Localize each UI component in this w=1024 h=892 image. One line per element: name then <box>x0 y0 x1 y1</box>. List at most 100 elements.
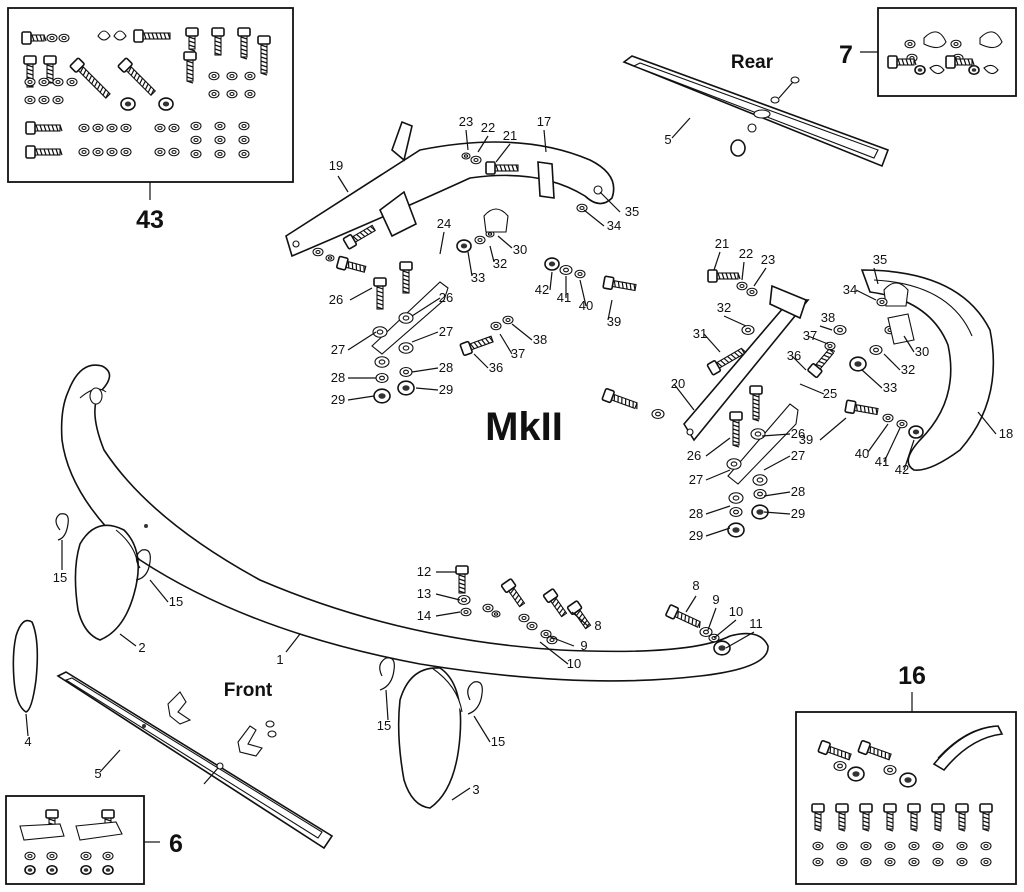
washer <box>932 841 944 851</box>
washer <box>574 269 586 279</box>
label-9b: 9 <box>712 592 719 607</box>
washer <box>38 95 50 105</box>
washer <box>457 594 471 606</box>
bolt <box>665 604 701 629</box>
bolt <box>183 51 197 84</box>
washer <box>52 77 64 87</box>
diagram-title: MkII <box>485 405 563 449</box>
washer <box>896 419 908 429</box>
washer <box>214 121 226 131</box>
nut <box>24 864 36 876</box>
label-15d: 15 <box>491 734 505 749</box>
label-29c: 29 <box>791 506 805 521</box>
washer <box>24 95 36 105</box>
nut <box>158 97 174 111</box>
washer <box>168 123 180 133</box>
label-40b: 40 <box>855 446 869 461</box>
label-37a: 37 <box>511 346 525 361</box>
clip <box>923 31 947 49</box>
label-3: 3 <box>472 782 479 797</box>
label-42a: 42 <box>535 282 549 297</box>
plate-bracket <box>19 823 65 841</box>
kit-box-43: 43 <box>7 7 294 234</box>
label-26a: 26 <box>329 292 343 307</box>
nut <box>849 356 867 372</box>
label-28b: 28 <box>439 360 453 375</box>
label-23: 23 <box>459 114 473 129</box>
washer <box>746 287 758 297</box>
washer <box>980 841 992 851</box>
leader-lines <box>25 117 997 801</box>
label-29d: 29 <box>689 528 703 543</box>
label-39a: 39 <box>607 314 621 329</box>
washer <box>238 121 250 131</box>
washer <box>208 89 220 99</box>
washer <box>398 342 414 354</box>
clip <box>113 30 127 41</box>
label-36b: 36 <box>787 348 801 363</box>
label-18: 18 <box>999 426 1013 441</box>
washer <box>78 147 90 157</box>
kit-box-7: 7 <box>839 7 1017 97</box>
nut <box>727 522 745 538</box>
nut <box>373 388 391 404</box>
washer <box>374 356 390 368</box>
reflector-lens <box>12 619 39 713</box>
nut <box>713 640 731 656</box>
bolt <box>601 387 638 410</box>
caption-front: Front <box>224 680 273 701</box>
label-26c: 26 <box>687 448 701 463</box>
label-21b: 21 <box>715 236 729 251</box>
washer <box>699 626 713 638</box>
label-22: 22 <box>481 120 495 135</box>
nut <box>46 864 58 876</box>
washer <box>325 254 335 262</box>
bolt <box>955 803 969 832</box>
label-17: 17 <box>537 114 551 129</box>
mount-bracket <box>887 313 915 345</box>
label-8b: 8 <box>692 578 699 593</box>
bolt <box>883 803 897 832</box>
label-29b: 29 <box>439 382 453 397</box>
bolt <box>257 35 271 76</box>
label-27c: 27 <box>791 448 805 463</box>
washer <box>78 123 90 133</box>
label-27a: 27 <box>439 324 453 339</box>
washer <box>58 33 70 43</box>
bolt <box>211 27 225 56</box>
label-5-rear: 5 <box>664 132 671 147</box>
nut <box>120 97 136 111</box>
label-27d: 27 <box>689 472 703 487</box>
washer <box>752 474 768 486</box>
bolt <box>69 57 111 99</box>
washer <box>38 77 50 87</box>
label-5-front: 5 <box>94 766 101 781</box>
washer <box>869 344 883 356</box>
washer <box>470 155 482 165</box>
nut <box>80 864 92 876</box>
label-38b: 38 <box>821 310 835 325</box>
nut <box>751 504 769 520</box>
support-strap <box>727 403 799 485</box>
washer <box>120 147 132 157</box>
bolt <box>931 803 945 832</box>
washer <box>238 135 250 145</box>
bolt <box>835 803 849 832</box>
washer <box>154 123 166 133</box>
washer <box>836 841 848 851</box>
washer <box>106 123 118 133</box>
clip <box>979 31 1003 49</box>
washer <box>208 71 220 81</box>
washer <box>950 39 962 49</box>
nut <box>968 64 980 76</box>
label-40a: 40 <box>579 298 593 313</box>
bolt <box>887 55 917 69</box>
washer <box>399 366 413 378</box>
washer <box>836 857 848 867</box>
nut <box>456 239 472 253</box>
washer <box>190 121 202 131</box>
bolt <box>811 803 825 832</box>
nut <box>908 425 924 439</box>
label-26d: 26 <box>791 426 805 441</box>
bolt <box>25 121 63 135</box>
